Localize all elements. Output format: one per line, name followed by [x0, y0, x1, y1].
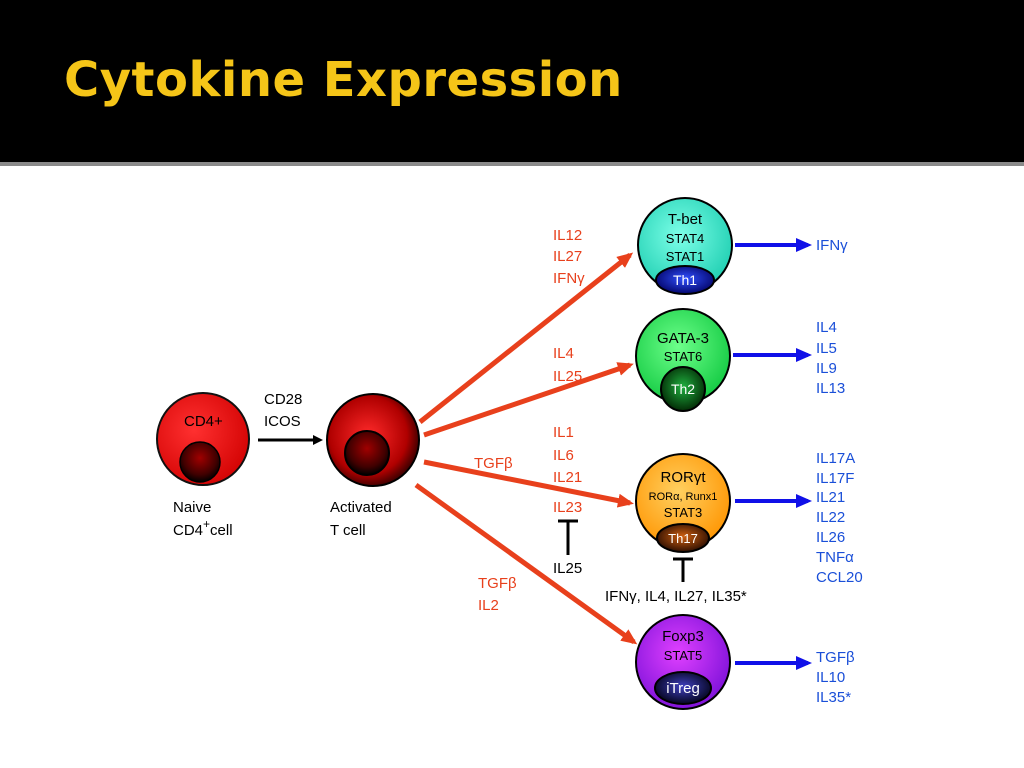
- th2-name: Th2: [671, 381, 695, 397]
- th1-inducer: IFNγ: [553, 270, 585, 287]
- th1-cell-nucleus: [655, 265, 715, 295]
- itreg-inducer: TGFβ: [478, 575, 517, 592]
- itreg-cell-nucleus: [654, 671, 712, 705]
- itreg-factor: Foxp3: [662, 628, 704, 645]
- arrow-to-th1: [418, 252, 634, 424]
- th1-inducer: IL27: [553, 248, 582, 265]
- title-divider: [0, 162, 1024, 166]
- th1-factor: STAT1: [666, 249, 705, 264]
- th2-factor: GATA-3: [657, 330, 709, 347]
- th1-factor: T-bet: [668, 211, 703, 228]
- il23-inhibitor-label: IL25: [553, 560, 582, 577]
- naive-cd4-cell: CD4+: [156, 392, 250, 486]
- naive-cell-label: CD4+: [184, 413, 223, 430]
- arrow-to-th2: [423, 362, 634, 438]
- th17-cell: RORγt RORα, Runx1 STAT3 Th17: [635, 453, 731, 553]
- activated-caption-line2: T cell: [330, 522, 366, 539]
- itreg-factor: STAT5: [664, 648, 703, 663]
- diagram-canvas: CD4+ Naive CD4+cell CD28 ICOS Activated …: [0, 166, 1024, 768]
- th17-inducer: IL21: [553, 469, 582, 486]
- th1-output: IFNγ: [816, 237, 848, 254]
- th17-output: TNFα: [816, 549, 854, 566]
- activated-cell-nucleus: [344, 430, 390, 476]
- itreg-cell: Foxp3 STAT5 iTreg: [635, 614, 731, 710]
- naive-caption-line1: Naive: [173, 499, 211, 516]
- th17-output: IL22: [816, 509, 845, 526]
- th1-name: Th1: [673, 272, 697, 288]
- th17-factor: RORα, Runx1: [649, 491, 718, 503]
- th2-output: IL9: [816, 360, 837, 377]
- slide-title: Cytokine Expression: [64, 52, 623, 108]
- th17-output: IL21: [816, 489, 845, 506]
- th2-output: IL5: [816, 340, 837, 357]
- th2-factor: STAT6: [664, 349, 703, 364]
- costim-label-cd28: CD28: [264, 391, 302, 408]
- th17-output: IL17F: [816, 470, 854, 487]
- title-bar: Cytokine Expression: [0, 0, 1024, 160]
- arrow-to-itreg: [414, 482, 638, 645]
- th17-factor: RORγt: [661, 469, 707, 486]
- th17-inducer: IL23: [553, 499, 582, 516]
- activated-caption-line1: Activated: [330, 499, 392, 516]
- th17-inhibitors-label: IFNγ, IL4, IL27, IL35*: [605, 588, 747, 605]
- th17-inducer: IL1: [553, 424, 574, 441]
- th17-cell-nucleus: [656, 523, 710, 553]
- t-cell-differentiation-diagram: CD4+ Naive CD4+cell CD28 ICOS Activated …: [156, 197, 863, 710]
- costim-label-icos: ICOS: [264, 413, 301, 430]
- th1-factor: STAT4: [666, 231, 705, 246]
- th17-output: IL17A: [816, 450, 855, 467]
- th2-output: IL13: [816, 380, 845, 397]
- th1-inducer: IL12: [553, 227, 582, 244]
- th17-name: Th17: [668, 531, 698, 546]
- th17-inducer: IL6: [553, 447, 574, 464]
- th1-cell: T-bet STAT4 STAT1 Th1: [637, 197, 733, 295]
- th2-output: IL4: [816, 319, 837, 336]
- itreg-output: IL35*: [816, 689, 851, 706]
- naive-cell-nucleus: [179, 441, 221, 483]
- th17-factor: STAT3: [664, 505, 703, 520]
- arrow-to-th17: [423, 459, 634, 508]
- itreg-name: iTreg: [666, 680, 700, 697]
- naive-caption-line2: CD4+cell: [173, 517, 233, 539]
- itreg-output: TGFβ: [816, 649, 855, 666]
- th2-cell-nucleus: [660, 366, 706, 412]
- itreg-inducer: IL2: [478, 597, 499, 614]
- itreg-output: IL10: [816, 669, 845, 686]
- th17-output: CCL20: [816, 569, 863, 586]
- th2-cell: GATA-3 STAT6 Th2: [635, 308, 731, 412]
- th17-output: IL26: [816, 529, 845, 546]
- th2-inducer: IL4: [553, 345, 574, 362]
- th2-inducer: IL25: [553, 368, 582, 385]
- th17-inducer-tgfb: TGFβ: [474, 455, 513, 472]
- activated-t-cell: [326, 393, 420, 487]
